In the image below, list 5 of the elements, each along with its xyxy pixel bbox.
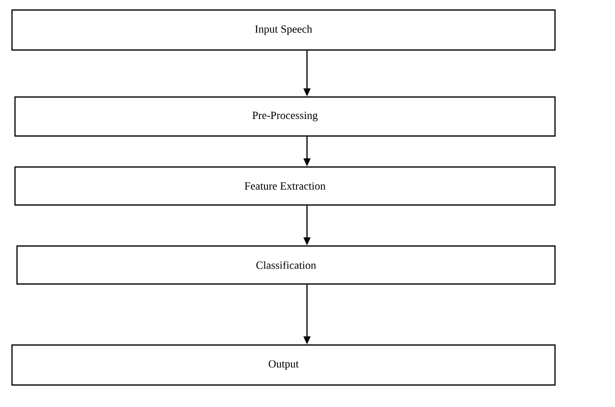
process-box: Pre-Processing xyxy=(14,96,556,137)
process-box: Classification xyxy=(16,245,556,285)
process-box: Feature Extraction xyxy=(14,166,556,206)
process-box: Input Speech xyxy=(11,9,556,51)
process-box: Output xyxy=(11,344,556,386)
